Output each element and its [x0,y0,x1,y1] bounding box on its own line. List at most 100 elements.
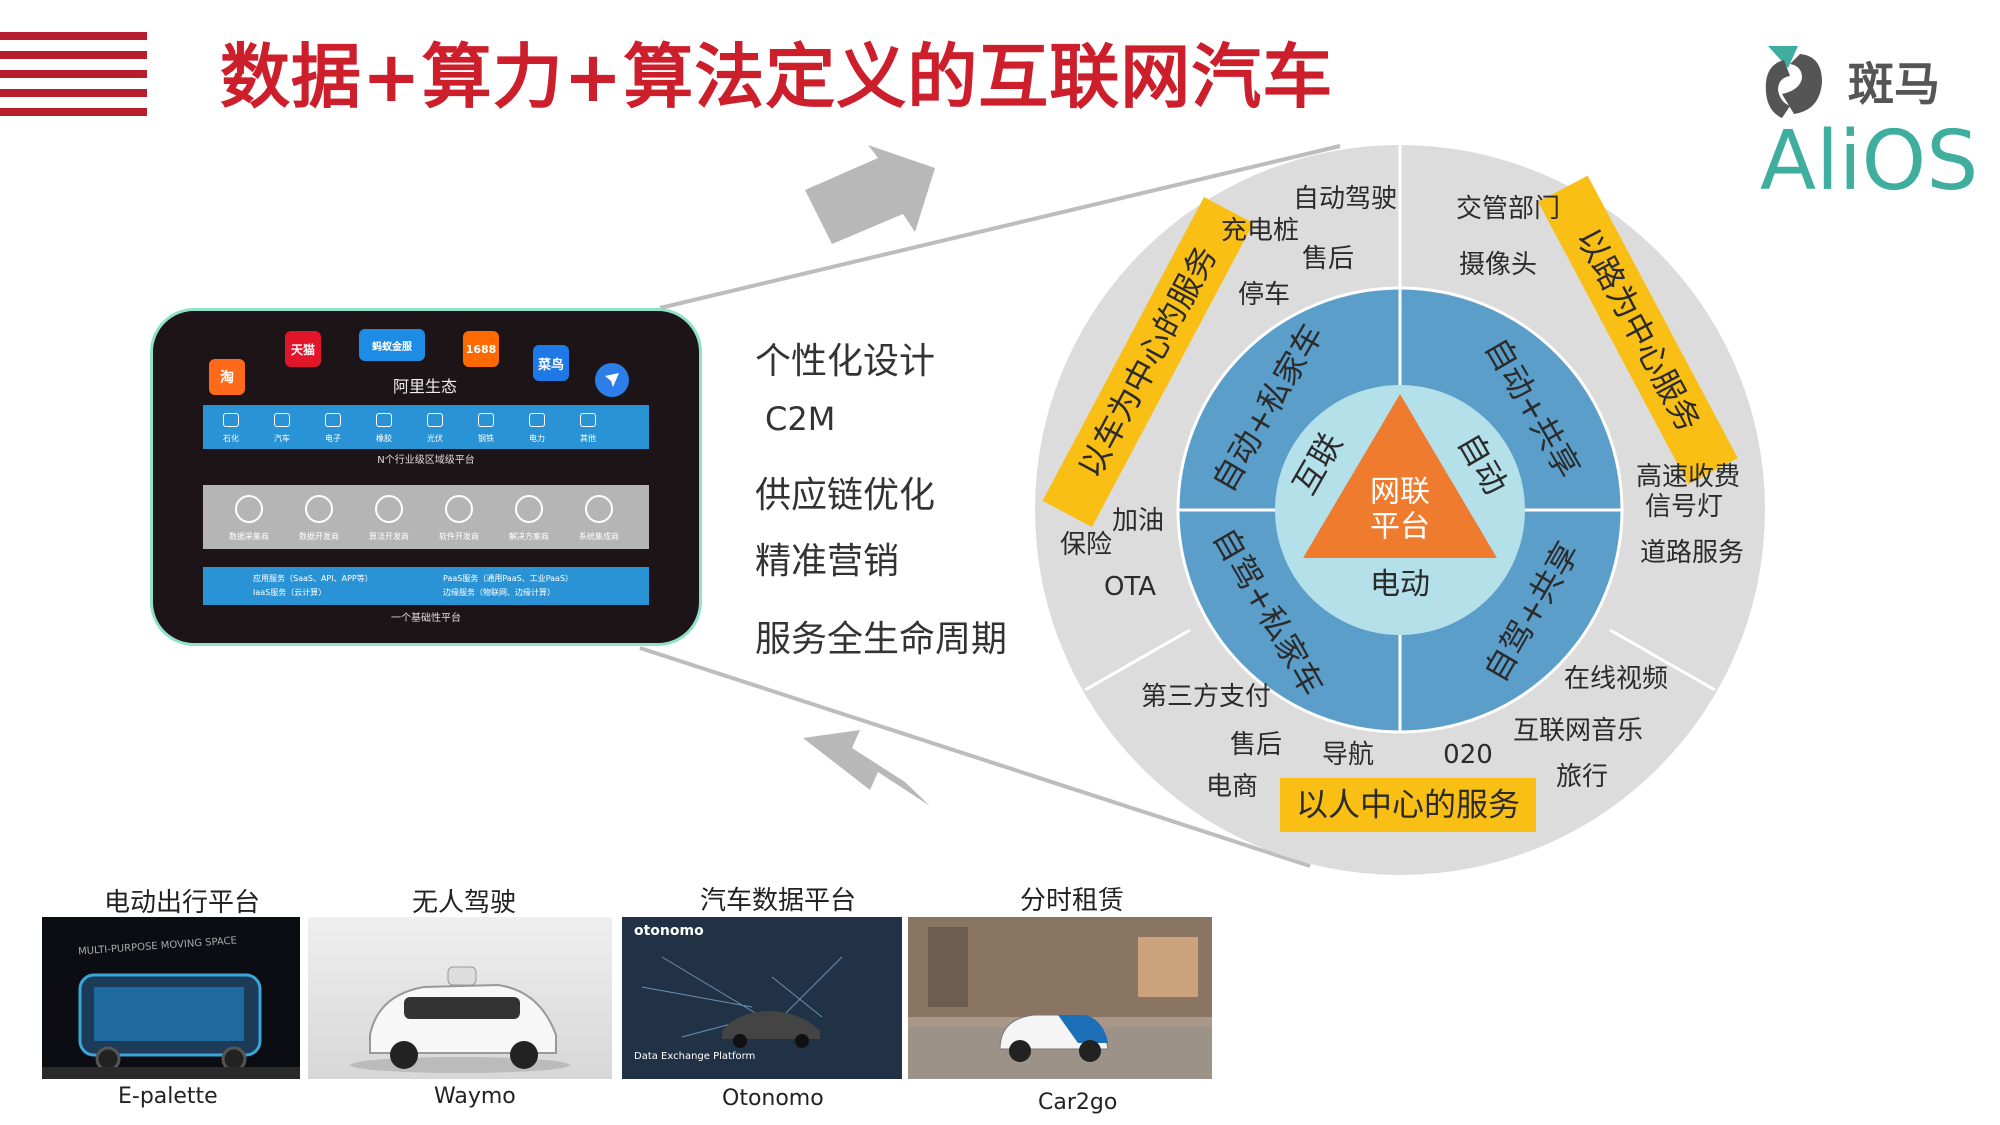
service-item: 充电桩 [1220,216,1300,247]
tool-icon [515,495,543,523]
tool-item-label: 数据开发商 [299,532,339,541]
industry-item-label: 光伏 [427,434,443,443]
tool-item-label: 数据采集商 [229,532,269,541]
tool-icon [235,495,263,523]
service-item: 第三方支付 [1140,682,1272,713]
core-triangle [1303,394,1497,558]
service-item: OTA [1103,572,1157,603]
photo-name-3: Otonomo [722,1086,824,1111]
base-line-4: 边缘服务（物联网、边缘计算） [443,588,555,597]
antfin-icon: 蚂蚁金服 [359,329,425,361]
industry-icon [580,413,596,427]
service-item: 道路服务 [1639,538,1745,569]
service-item: 交管部门 [1455,194,1561,225]
tool-item-label: 软件开发商 [439,532,479,541]
industry-item-label: 电子 [325,434,341,443]
photo-label-1: 电动出行平台 [104,888,261,918]
arrow-up-right-icon [805,145,935,244]
tool-icon [585,495,613,523]
triangle-label-electric: 电动 [1370,566,1430,602]
tool-icon [445,495,473,523]
logo-text-en: AliOS [1760,114,1979,209]
industry-icon [478,413,494,427]
photo-car2go [908,917,1212,1079]
photo-name-4: Car2go [1038,1090,1118,1115]
photo-label-4: 分时租赁 [1020,886,1125,916]
industry-icon [427,413,443,427]
industry-item-label: 钢铁 [478,434,494,443]
service-item: 加油 [1111,506,1165,537]
service-item: 高速收费 [1635,462,1741,493]
industry-item-label: 汽车 [274,434,290,443]
photo-label-2: 无人驾驶 [412,888,517,918]
industry-icon [325,413,341,427]
industry-icon [223,413,239,427]
sector-label-person [1280,778,1536,832]
service-item: 摄像头 [1458,250,1538,281]
industry-item-label: 石化 [223,434,239,443]
industry-icon [529,413,545,427]
service-item: 自动驾驶 [1292,184,1398,215]
otonomo-brand-text: otonomo [634,923,704,939]
tool-item-label: 算法开发商 [369,532,409,541]
base-caption: 一个基础性平台 [391,613,461,624]
feature-item: 供应链优化 [755,475,936,516]
header-stripes [0,32,147,116]
sector-title-person: 以人中心的服务 [1295,785,1521,824]
arrow-up-left-icon [803,730,930,806]
logo-text-cn: 斑马 [1848,57,1940,111]
service-item: 旅行 [1555,762,1609,793]
sector-label-car [1042,196,1254,528]
photo-name-1: E-palette [118,1084,218,1109]
feature-item: 个性化设计 [755,341,936,382]
connector-top [659,144,1341,310]
base-band [203,567,649,605]
tool-item-label: 解决方案商 [509,532,549,541]
industry-band [203,405,649,449]
photo-label-3: 汽车数据平台 [700,886,857,916]
ali-platform-panel: 淘 天猫 蚂蚁金服 1688 菜鸟 阿里生态 石化汽车电子橡胶光伏钢铁电力其他 … [150,308,702,646]
tools-band [203,485,649,549]
industry-item-label: 电力 [529,434,545,443]
tmall-icon: 天猫 [285,331,321,367]
feature-item: C2M [765,400,836,438]
page-title: 数据+算力+算法定义的互联网汽车 [220,36,1334,118]
base-line-3: PaaS服务（通用PaaS、工业PaaS） [443,574,574,583]
service-item: 导航 [1321,740,1375,771]
service-item: 电商 [1205,772,1259,803]
tool-icon [305,495,333,523]
eco-label: 阿里生态 [393,377,458,396]
service-item: 互联网音乐 [1512,716,1644,747]
industry-icon [376,413,392,427]
service-item: 信号灯 [1644,492,1724,523]
photo-otonomo: otonomo Data Exchange Platform [622,917,902,1079]
alios-logo: 斑马 AliOS [1760,38,1978,208]
connector-bottom [639,646,1311,868]
service-item: 停车 [1237,280,1291,311]
industry-icon [274,413,290,427]
base-line-1: 应用服务（SaaS、API、APP等） [253,574,373,583]
photo-name-2: Waymo [434,1084,516,1109]
industry-caption: N个行业级区域级平台 [377,455,475,466]
cainiao-icon: 菜鸟 [533,345,569,381]
photo-epalette: MULTI-PURPOSE MOVING SPACE [42,917,300,1079]
base-line-2: IaaS服务（云计算） [253,588,327,597]
zebra-logo-icon [1765,46,1822,118]
dingtalk-icon [595,363,629,397]
tool-item-label: 系统集成商 [579,532,619,541]
sector-label-road [1538,175,1738,485]
tool-icon [375,495,403,523]
service-item: 售后 [1229,730,1283,761]
industry-item-label: 其他 [580,434,596,443]
taobao-icon: 淘 [209,359,245,395]
alibaba1688-icon: 1688 [463,331,499,367]
photo-waymo [308,917,612,1079]
center-label: 网联 平台 [1370,474,1430,544]
otonomo-caption-text: Data Exchange Platform [634,1051,756,1062]
feature-item: 服务全生命周期 [755,619,1008,660]
service-item: 售后 [1301,244,1355,275]
service-item: 保险 [1059,530,1113,561]
service-item: 020 [1443,740,1493,771]
feature-item: 精准营销 [755,541,900,582]
